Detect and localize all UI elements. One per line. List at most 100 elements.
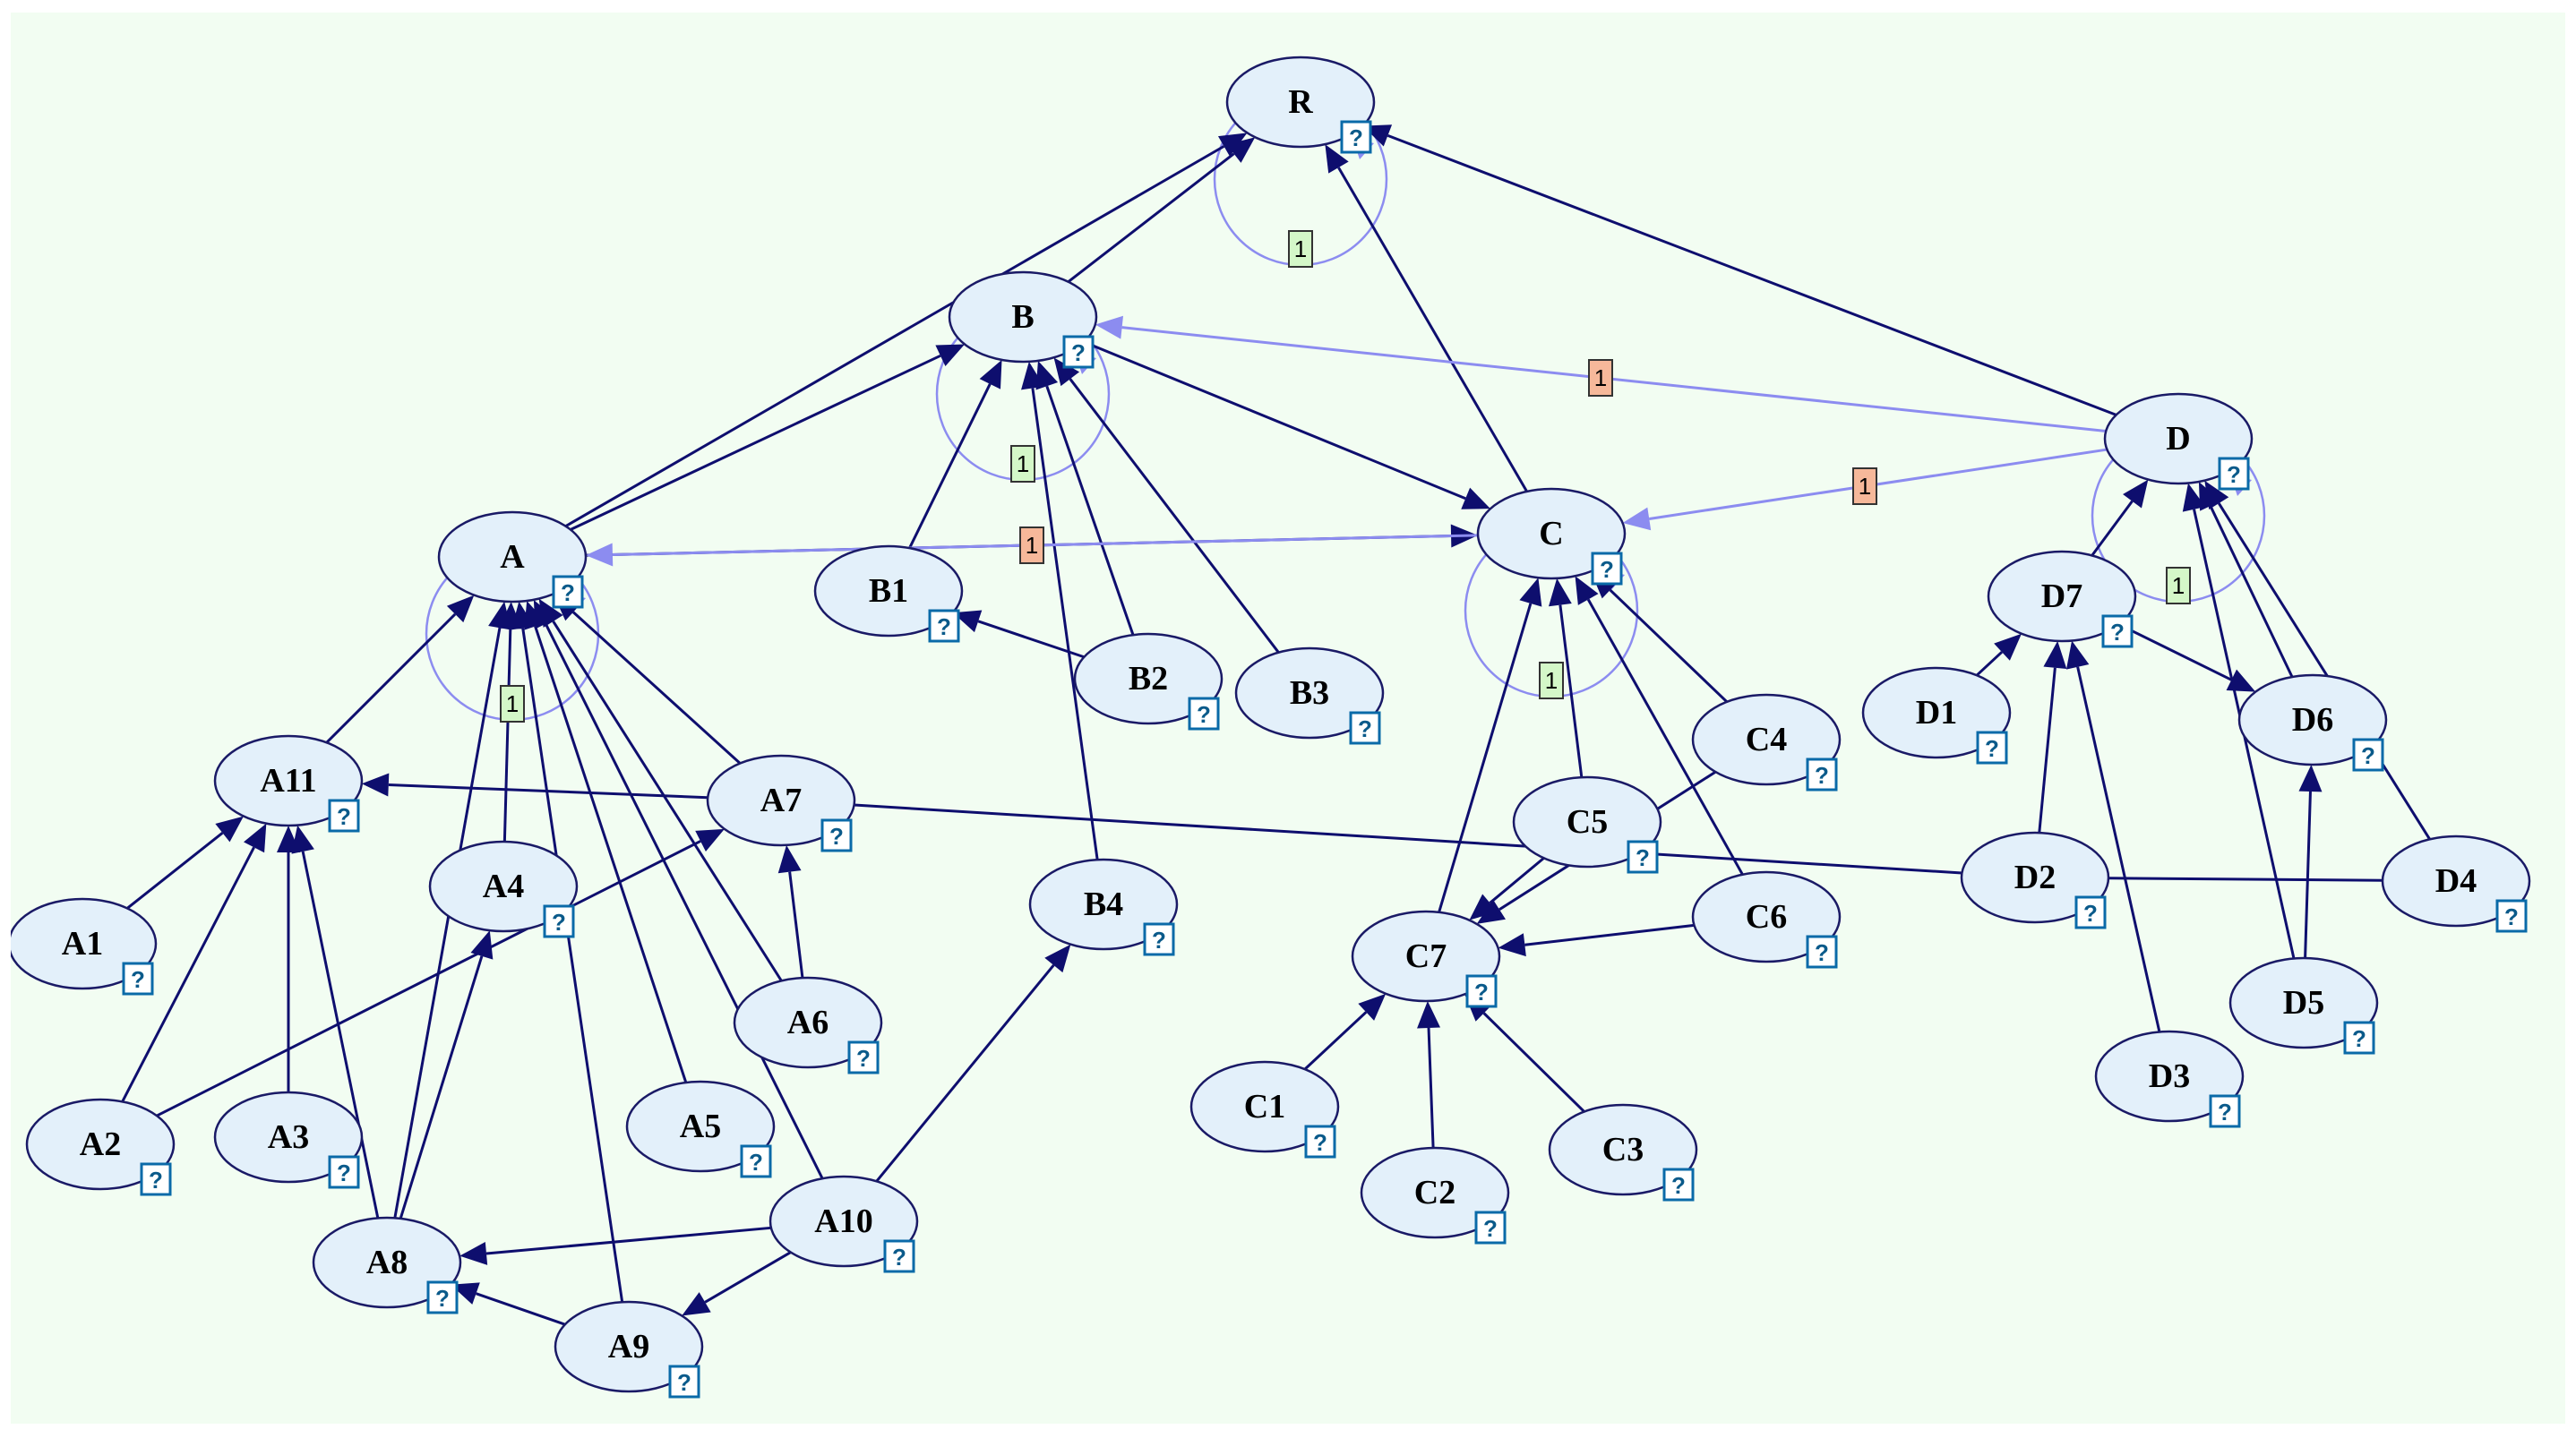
node-D6[interactable]: D6?	[2237, 673, 2388, 772]
node-A10[interactable]: A10?	[769, 1175, 919, 1273]
node-D5[interactable]: D5?	[2228, 956, 2379, 1055]
question-icon[interactable]: ?	[2352, 738, 2384, 772]
self-loop-badge-A: 1	[500, 685, 525, 723]
question-icon[interactable]: ?	[2218, 457, 2250, 491]
node-B1[interactable]: B1?	[813, 544, 964, 643]
node-C7[interactable]: C7?	[1351, 910, 1501, 1008]
arrowhead	[459, 1242, 488, 1265]
question-icon[interactable]: ?	[328, 799, 360, 833]
node-C6[interactable]: C6?	[1691, 870, 1842, 969]
question-icon[interactable]: ?	[1062, 335, 1095, 369]
question-icon[interactable]: ?	[122, 962, 154, 996]
node-D4[interactable]: D4?	[2381, 835, 2531, 933]
question-mark-label: ?	[892, 1244, 906, 1271]
node-A6[interactable]: A6?	[733, 976, 883, 1074]
node-A11[interactable]: A11?	[213, 734, 364, 833]
node-D3[interactable]: D3?	[2094, 1030, 2245, 1128]
question-icon[interactable]: ?	[1304, 1125, 1336, 1159]
node-A9[interactable]: A9?	[554, 1300, 704, 1399]
node-A7[interactable]: A7?	[706, 754, 856, 852]
node-B4[interactable]: B4?	[1028, 858, 1179, 956]
question-icon[interactable]: ?	[820, 818, 853, 852]
arrowhead	[511, 601, 535, 630]
node-A8[interactable]: A8?	[312, 1216, 462, 1314]
question-icon[interactable]: ?	[883, 1239, 915, 1273]
node-C4[interactable]: C4?	[1691, 693, 1842, 792]
node-A5[interactable]: A5?	[625, 1080, 776, 1178]
question-mark-label: ?	[2227, 461, 2241, 488]
node-ellipse	[1476, 487, 1627, 580]
node-A3[interactable]: A3?	[213, 1091, 364, 1189]
node-R[interactable]: R?	[1225, 56, 1376, 154]
question-icon[interactable]: ?	[2101, 614, 2134, 648]
node-C5[interactable]: C5?	[1512, 775, 1662, 874]
node-label: C6	[1746, 898, 1787, 936]
node-ellipse	[1691, 870, 1842, 963]
node-B[interactable]: B?	[948, 270, 1098, 369]
node-ellipse	[1691, 693, 1842, 786]
question-icon[interactable]: ?	[426, 1280, 459, 1314]
node-A2[interactable]: A2?	[25, 1098, 176, 1196]
question-icon[interactable]: ?	[928, 609, 960, 643]
question-icon[interactable]: ?	[668, 1365, 700, 1399]
question-icon[interactable]: ?	[543, 904, 575, 938]
node-ellipse	[813, 544, 964, 638]
edge-B-R	[1067, 137, 1256, 283]
node-B3[interactable]: B3?	[1234, 646, 1385, 745]
question-icon[interactable]: ?	[1976, 731, 2008, 765]
question-icon[interactable]: ?	[2209, 1094, 2241, 1128]
question-icon[interactable]: ?	[1806, 758, 1838, 792]
node-C3[interactable]: C3?	[1548, 1103, 1698, 1202]
badge-label: 1	[1594, 364, 1607, 391]
node-A1[interactable]: A1?	[11, 897, 158, 996]
node-ellipse	[1073, 632, 1224, 725]
arrowhead	[1461, 487, 1490, 509]
question-mark-label: ?	[2110, 619, 2125, 646]
question-icon[interactable]: ?	[552, 575, 584, 609]
node-ellipse	[1028, 858, 1179, 951]
node-C[interactable]: C?	[1476, 487, 1627, 586]
node-D[interactable]: D?	[2103, 392, 2254, 491]
question-icon[interactable]: ?	[2495, 899, 2528, 933]
question-icon[interactable]: ?	[1662, 1168, 1695, 1202]
node-D7[interactable]: D7?	[1987, 550, 2137, 648]
question-icon[interactable]: ?	[140, 1162, 172, 1196]
arrowhead	[1417, 1000, 1441, 1029]
edge-C1-C7	[1303, 993, 1387, 1071]
question-icon[interactable]: ?	[328, 1155, 360, 1189]
question-icon[interactable]: ?	[1340, 120, 1372, 154]
question-icon[interactable]: ?	[1349, 711, 1381, 745]
question-icon[interactable]: ?	[1143, 922, 1175, 956]
question-icon[interactable]: ?	[847, 1040, 880, 1074]
node-C2[interactable]: C2?	[1360, 1146, 1510, 1245]
node-ellipse	[11, 897, 158, 990]
question-icon[interactable]: ?	[2074, 895, 2107, 929]
edge-C5-C7	[1469, 857, 1545, 920]
arrowhead	[1519, 578, 1542, 607]
question-icon[interactable]: ?	[2343, 1021, 2375, 1055]
question-mark-label: ?	[1815, 762, 1829, 789]
node-label: B	[1011, 298, 1034, 336]
node-D1[interactable]: D1?	[1861, 666, 2012, 765]
question-icon[interactable]: ?	[1474, 1211, 1507, 1245]
badge-label: 1	[1026, 532, 1038, 559]
node-D2[interactable]: D2?	[1960, 831, 2110, 929]
node-C1[interactable]: C1?	[1189, 1060, 1340, 1159]
question-icon[interactable]: ?	[1627, 840, 1659, 874]
node-A4[interactable]: A4?	[428, 840, 579, 938]
node-B2[interactable]: B2?	[1073, 632, 1224, 731]
edge-D1-D7	[1975, 633, 2022, 677]
edge-C4-C	[1591, 571, 1729, 703]
question-icon[interactable]: ?	[1591, 552, 1623, 586]
edge-A6-A7	[777, 844, 804, 979]
question-icon[interactable]: ?	[740, 1144, 772, 1178]
question-icon[interactable]: ?	[1188, 697, 1220, 731]
node-A[interactable]: A?	[437, 510, 588, 609]
question-mark-label: ?	[2504, 903, 2519, 930]
question-mark-label: ?	[337, 803, 351, 830]
question-icon[interactable]: ?	[1806, 935, 1838, 969]
node-ellipse	[733, 976, 883, 1069]
question-icon[interactable]: ?	[1465, 974, 1498, 1008]
edge-A1-A11	[126, 816, 244, 910]
arrowhead	[215, 816, 244, 843]
